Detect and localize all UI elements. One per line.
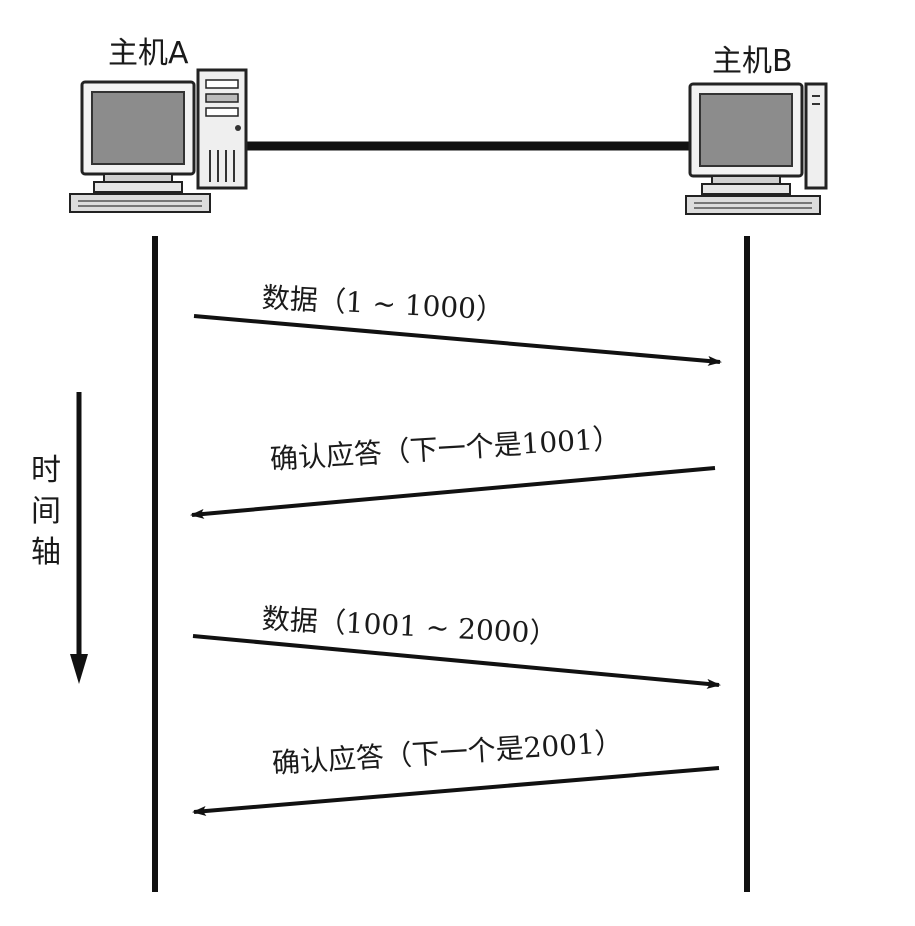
time-axis-char: 轴 xyxy=(31,535,61,570)
message-arrow-4 xyxy=(192,766,720,816)
time-axis-arrowhead xyxy=(70,654,88,684)
host-a-label: 主机A xyxy=(108,36,189,71)
host-b-label: 主机B xyxy=(712,44,793,79)
time-axis-char: 时 xyxy=(31,453,61,488)
time-axis-char: 间 xyxy=(31,494,61,529)
host-b-computer-icon xyxy=(685,82,828,215)
message-arrow-3 xyxy=(192,634,721,689)
time-axis-label: 时 间 轴 xyxy=(28,450,64,573)
message-arrow-2 xyxy=(190,466,716,519)
message-arrow-1 xyxy=(193,314,722,366)
host-a-computer-icon xyxy=(69,68,248,213)
